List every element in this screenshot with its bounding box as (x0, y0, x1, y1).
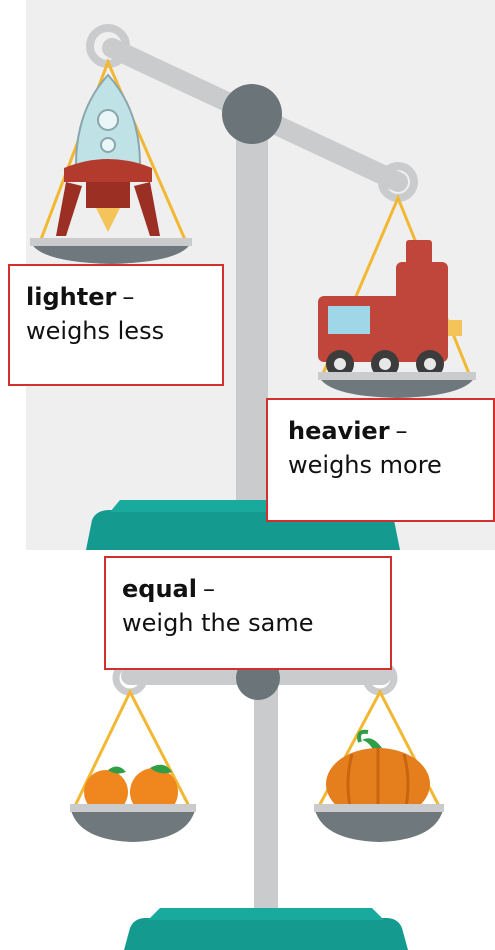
bottom-right-pan (314, 806, 444, 842)
lighter-line-1: lighter– (26, 280, 222, 314)
bottom-left-pan (70, 806, 196, 842)
equal-line-1: equal– (122, 572, 390, 606)
equal-term: equal (122, 575, 197, 603)
rocket-icon (56, 73, 160, 236)
bottom-scale-base (124, 918, 408, 950)
lighter-term: lighter (26, 283, 117, 311)
lighter-label-box: lighter– weighs less (8, 264, 224, 386)
heavier-definition: weighs more (288, 451, 442, 479)
equal-label-box: equal– weigh the same (104, 556, 392, 670)
top-pivot (222, 84, 282, 144)
train-icon (318, 240, 462, 378)
bottom-left-ropes (72, 688, 192, 809)
equal-dash: – (202, 575, 215, 603)
top-left-ropes (38, 58, 188, 243)
heavier-label-box: heavier– weighs more (266, 398, 495, 522)
lighter-dash: – (122, 283, 135, 311)
lighter-definition: weighs less (26, 317, 165, 345)
heavier-dash: – (395, 417, 408, 445)
heavier-term: heavier (288, 417, 390, 445)
top-scale-post (236, 120, 268, 515)
heavier-line-1: heavier– (288, 414, 493, 448)
bottom-scale-post (254, 680, 278, 912)
equal-definition: weigh the same (122, 609, 314, 637)
